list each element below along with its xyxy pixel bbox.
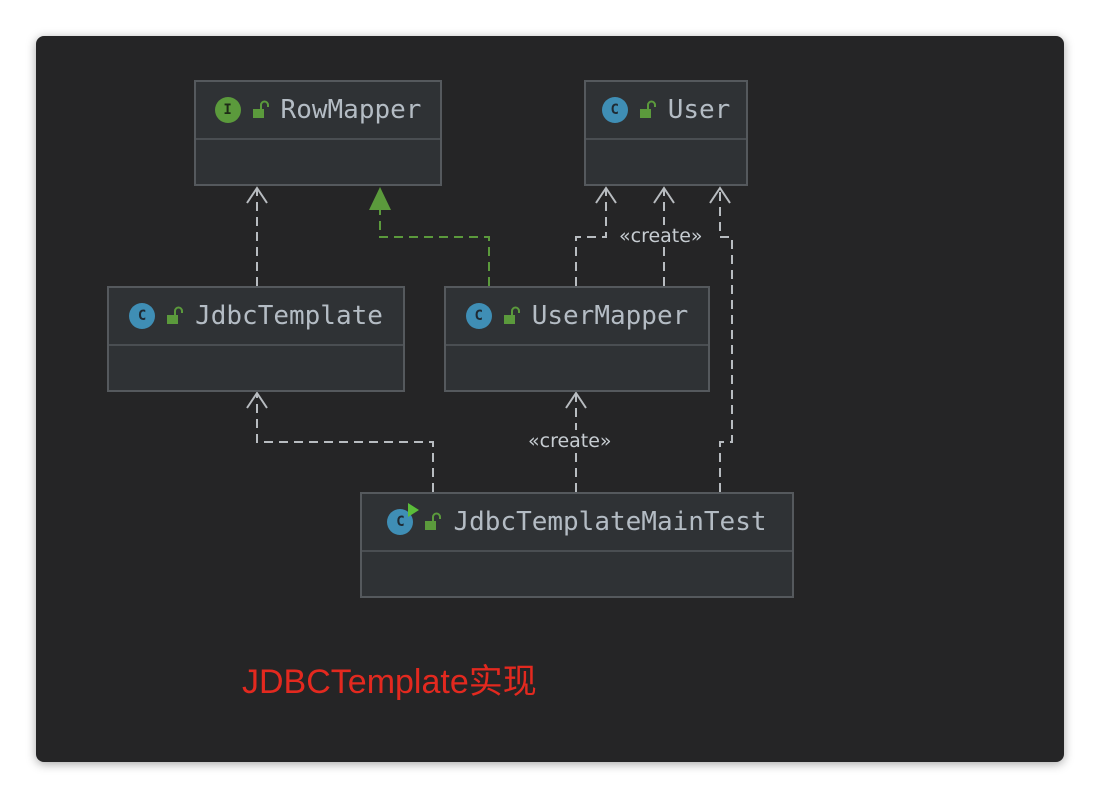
unlocked-icon bbox=[252, 100, 269, 118]
node-title: RowMapper bbox=[280, 95, 422, 125]
node-body bbox=[446, 346, 708, 390]
class-kind-letter: C bbox=[396, 514, 405, 530]
maintest-to-user-dependency bbox=[709, 186, 733, 492]
node-title: JdbcTemplateMainTest bbox=[453, 507, 767, 537]
node-usermapper[interactable]: C UserMapper bbox=[444, 286, 710, 392]
unlocked-icon bbox=[167, 306, 184, 324]
class-icon: C bbox=[601, 97, 628, 123]
maintest-to-jdbctemplate-dependency bbox=[246, 391, 434, 492]
node-body bbox=[196, 140, 440, 184]
node-user[interactable]: C User bbox=[584, 80, 748, 186]
node-title: JdbcTemplate bbox=[195, 301, 383, 331]
unlocked-icon bbox=[425, 512, 442, 530]
diagram-caption: JDBCTemplate实现 bbox=[242, 663, 537, 701]
node-header: C JdbcTemplate bbox=[109, 288, 403, 346]
node-header: C UserMapper bbox=[446, 288, 708, 346]
node-jdbctemplatemaintest[interactable]: C JdbcTemplateMainTest bbox=[360, 492, 794, 598]
class-icon: C bbox=[465, 303, 492, 329]
usermapper-realizes-rowmapper bbox=[369, 187, 490, 286]
node-body bbox=[362, 552, 792, 596]
node-title: User bbox=[667, 95, 731, 125]
node-title: UserMapper bbox=[531, 301, 689, 331]
stereotype-create-label: «create» bbox=[526, 430, 614, 452]
unlocked-icon bbox=[503, 306, 520, 324]
node-header: I RowMapper bbox=[196, 82, 440, 140]
jdbctemplate-to-rowmapper-dependency bbox=[246, 186, 268, 286]
node-rowmapper[interactable]: I RowMapper bbox=[194, 80, 442, 186]
runnable-class-icon: C bbox=[387, 503, 420, 535]
node-jdbctemplate[interactable]: C JdbcTemplate bbox=[107, 286, 405, 392]
node-body bbox=[109, 346, 403, 390]
node-header: C JdbcTemplateMainTest bbox=[362, 494, 792, 552]
run-triangle-icon bbox=[408, 503, 420, 517]
stereotype-create-label: «create» bbox=[617, 225, 705, 247]
interface-icon: I bbox=[214, 97, 241, 123]
usermapper-to-user-dependency bbox=[575, 186, 617, 286]
node-body bbox=[586, 140, 746, 184]
class-icon: C bbox=[129, 303, 156, 329]
node-header: C User bbox=[586, 82, 746, 140]
unlocked-icon bbox=[639, 100, 656, 118]
